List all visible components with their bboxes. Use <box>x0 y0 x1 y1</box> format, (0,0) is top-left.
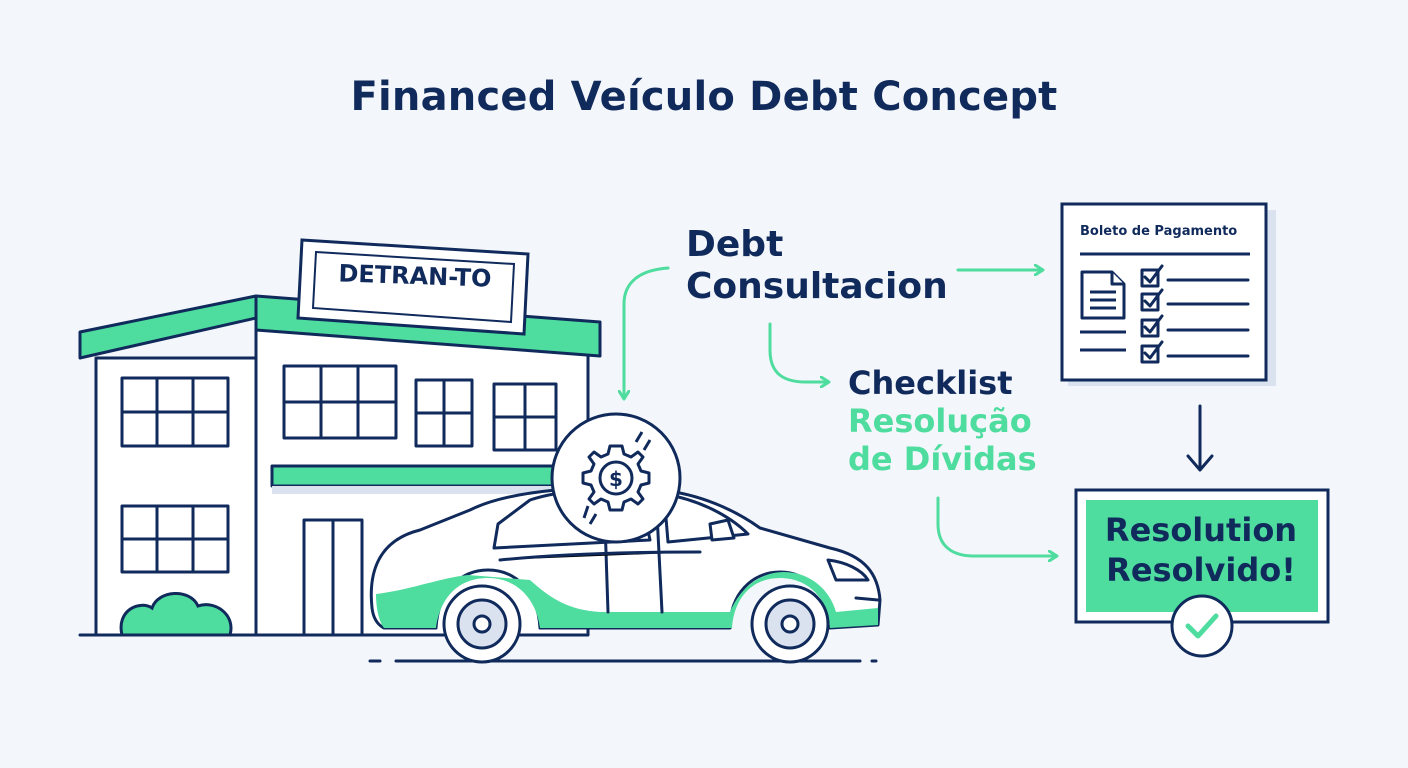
document-icon <box>1080 270 1126 320</box>
gear-dollar-icon: $ <box>550 412 682 544</box>
flow-arrows <box>624 268 1056 556</box>
checkmark-icon <box>1170 594 1234 658</box>
checkbox-icon <box>1140 340 1250 364</box>
svg-text:$: $ <box>609 467 623 491</box>
checkbox-icon <box>1140 288 1250 312</box>
arrow-debt-to-emblem <box>624 266 670 398</box>
debt-label-line2: Consultacion <box>686 266 948 307</box>
checkbox-icon <box>1140 314 1250 338</box>
debt-label-line1: Debt <box>686 224 784 265</box>
resolution-label: Resolution Resolvido! <box>1076 510 1326 590</box>
checkbox-icon <box>1140 264 1250 288</box>
boleto-title: Boleto de Pagamento <box>1080 224 1238 239</box>
checkbox-list <box>1140 264 1250 364</box>
arrow-checklist-to-resolution <box>936 496 1056 556</box>
debt-consultation-label: Debt Consultacion <box>686 224 948 308</box>
arrow-debt-to-checklist <box>768 322 828 382</box>
checklist-label-line2: Resolução <box>848 402 1032 440</box>
resolution-box <box>1074 488 1330 658</box>
arrow-boleto-to-resolution <box>1186 404 1214 472</box>
checklist-label-line3: de Dívidas <box>848 440 1037 478</box>
page-title: Financed Veículo Debt Concept <box>350 74 1058 120</box>
resolution-line1: Resolution <box>1104 511 1298 549</box>
boleto-document <box>1060 202 1276 386</box>
checklist-label-line1: Checklist <box>848 364 1013 402</box>
building-sign <box>296 238 530 336</box>
bush-icon <box>119 592 233 637</box>
checklist-label: Checklist Resolução de Dívidas <box>848 364 1037 478</box>
resolution-line2: Resolvido! <box>1106 551 1296 589</box>
building-icon <box>78 294 602 637</box>
